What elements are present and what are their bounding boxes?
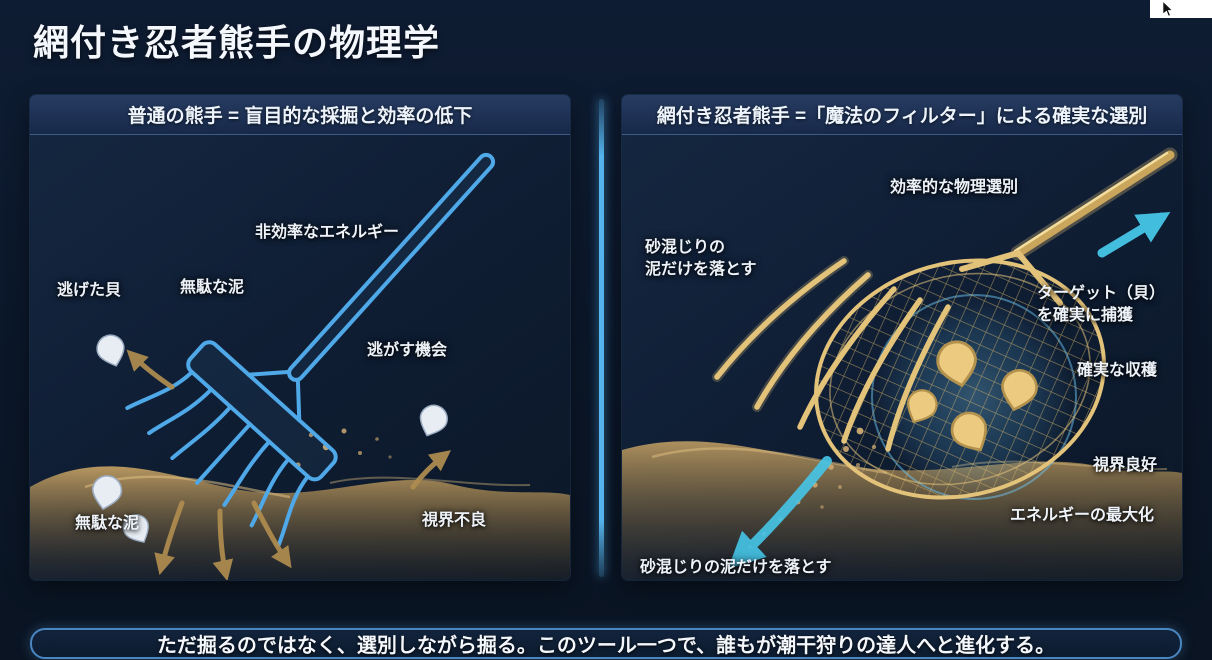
flow-arrow-icons xyxy=(728,211,1171,569)
label-drop-mud-bottom: 砂混じりの泥だけを落とす xyxy=(640,559,832,576)
footer-text: ただ掘るのではなく、選別しながら掘る。このツール一つで、誰もが潮干狩りの達人へと… xyxy=(156,635,1056,657)
panel-divider xyxy=(599,99,604,577)
ordinary-rake-scene xyxy=(30,152,570,580)
ordinary-rake-panel: 普通の熊手 = 盲目的な採掘と効率の低下 xyxy=(30,95,570,580)
ninja-rake-scene xyxy=(622,147,1182,580)
mouse-cursor-icon xyxy=(1162,1,1174,17)
label-wasted-mud-top: 無駄な泥 xyxy=(180,279,245,296)
ordinary-rake-icon xyxy=(125,152,496,547)
right-panel-header: 網付き忍者熊手 =「魔法のフィルター」による確実な選別 xyxy=(622,95,1182,135)
left-panel-illustration: 非効率なエネルギー 逃げた貝 無駄な泥 逃がす機会 無駄な泥 視界不良 xyxy=(30,135,570,580)
label-energy-max: エネルギーの最大化 xyxy=(1010,507,1155,524)
left-panel-header: 普通の熊手 = 盲目的な採掘と効率の低下 xyxy=(30,95,570,135)
label-drop-mud-top: 砂混じりの 泥だけを落とす xyxy=(645,239,757,278)
ninja-rake-panel: 網付き忍者熊手 =「魔法のフィルター」による確実な選別 xyxy=(622,95,1182,580)
label-good-visibility: 視界良好 xyxy=(1093,457,1158,474)
right-panel-illustration: 効率的な物理選別 砂混じりの 泥だけを落とす ターゲット（貝） を確実に捕獲 確… xyxy=(622,135,1182,580)
label-inefficient-energy: 非効率なエネルギー xyxy=(255,224,400,241)
page-title: 網付き忍者熊手の物理学 xyxy=(33,22,441,63)
label-poor-visibility: 視界不良 xyxy=(422,512,487,529)
label-capture-target: ターゲット（貝） を確実に捕獲 xyxy=(1037,285,1166,324)
label-efficient-sorting: 効率的な物理選別 xyxy=(890,179,1019,196)
footer-banner: ただ掘るのではなく、選別しながら掘る。このツール一つで、誰もが潮干狩りの達人へと… xyxy=(30,628,1182,659)
label-missed-chance: 逃がす機会 xyxy=(367,342,448,359)
label-reliable-harvest: 確実な収穫 xyxy=(1077,362,1158,379)
browser-corner xyxy=(1150,0,1212,18)
net-rake-icon xyxy=(712,147,1178,500)
label-wasted-mud-bottom: 無駄な泥 xyxy=(75,515,140,532)
escape-arrow-icons xyxy=(126,349,451,580)
label-escaped-shell: 逃げた貝 xyxy=(57,282,122,299)
